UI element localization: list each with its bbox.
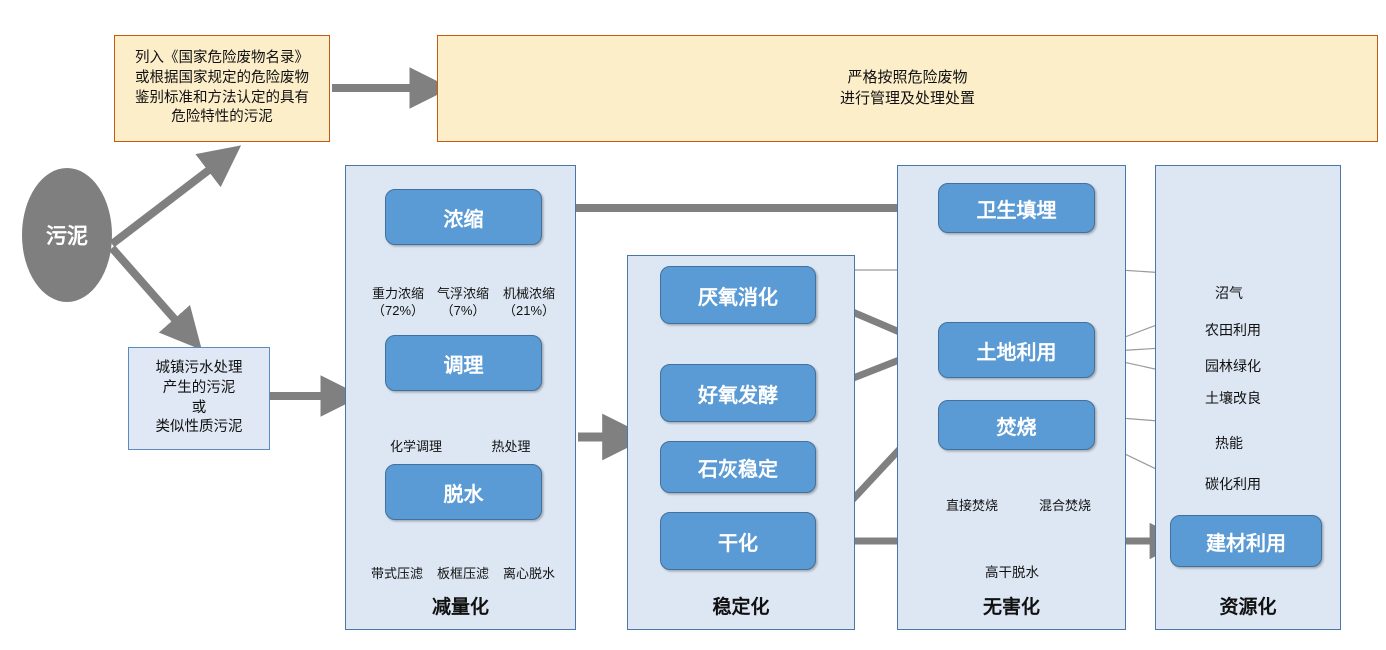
process-aerobic-fermentation[interactable]: 好氧发酵	[660, 364, 816, 422]
process-dewatering[interactable]: 脱水	[385, 464, 542, 520]
edge-sludge-to-municipal	[108, 245, 202, 351]
process-lime-stabilization[interactable]: 石灰稳定	[660, 441, 816, 493]
hazard-waste-note[interactable]: 列入《国家危险废物名录》 或根据国家规定的危险废物 鉴别标准和方法认定的具有 危…	[114, 35, 330, 142]
process-conditioning[interactable]: 调理	[385, 335, 542, 391]
caption-direct-incineration: 直接焚烧	[945, 497, 998, 513]
output-farmland-use: 农田利用	[1205, 322, 1261, 339]
process-sanitary-landfill[interactable]: 卫生填埋	[938, 183, 1095, 233]
caption-centrifugal-dewatering: 离心脱水	[502, 565, 555, 581]
process-thickening[interactable]: 浓缩	[385, 189, 542, 245]
source-sludge-node[interactable]: 污泥	[22, 168, 112, 302]
caption-belt-press: 带式压滤	[370, 565, 423, 581]
process-incineration[interactable]: 焚烧	[938, 400, 1095, 450]
process-building-material-use[interactable]: 建材利用	[1170, 515, 1322, 567]
caption-plate-press: 板框压滤	[436, 565, 489, 581]
caption-gravity-thickening: 重力浓缩 （72%）	[371, 285, 425, 318]
source-sludge-label: 污泥	[46, 225, 88, 248]
panel-resource-title: 资源化	[1219, 597, 1277, 618]
municipal-sludge-note-label: 城镇污水处理 产生的污泥 或 类似性质污泥	[155, 360, 243, 436]
caption-mixed-incineration: 混合焚烧	[1038, 497, 1091, 513]
panel-harmless	[897, 165, 1126, 630]
caption-mechanical-thickening: 机械浓缩 （21%）	[502, 285, 556, 318]
edge-sludge-to-hazard	[109, 145, 242, 248]
output-landscaping: 园林绿化	[1205, 358, 1261, 375]
panel-harmless-title: 无害化	[982, 597, 1040, 618]
output-biogas: 沼气	[1215, 285, 1243, 302]
output-thermal-energy: 热能	[1215, 435, 1243, 452]
panel-stabilization-title: 稳定化	[712, 597, 770, 618]
process-drying[interactable]: 干化	[660, 512, 816, 570]
output-soil-improvement: 土壤改良	[1205, 390, 1261, 407]
output-carbonization-use: 碳化利用	[1205, 476, 1261, 493]
hazard-waste-note-label: 列入《国家危险废物名录》 或根据国家规定的危险废物 鉴别标准和方法认定的具有 危…	[135, 50, 309, 126]
caption-high-dry-dewatering: 高干脱水	[985, 564, 1039, 580]
caption-chemical-conditioning: 化学调理	[389, 438, 442, 454]
caption-thermal-treatment: 热处理	[491, 438, 531, 454]
panel-reduction-title: 减量化	[431, 597, 489, 618]
process-land-use[interactable]: 土地利用	[938, 322, 1095, 378]
caption-flotation-thickening: 气浮浓缩 （7%）	[436, 285, 489, 318]
municipal-sludge-note[interactable]: 城镇污水处理 产生的污泥 或 类似性质污泥	[128, 347, 270, 450]
hazard-action-note-label: 严格按照危险废物 进行管理及处理处置	[839, 69, 975, 107]
process-anaerobic-digestion[interactable]: 厌氧消化	[660, 266, 816, 324]
hazard-action-note[interactable]: 严格按照危险废物 进行管理及处理处置	[437, 35, 1378, 142]
